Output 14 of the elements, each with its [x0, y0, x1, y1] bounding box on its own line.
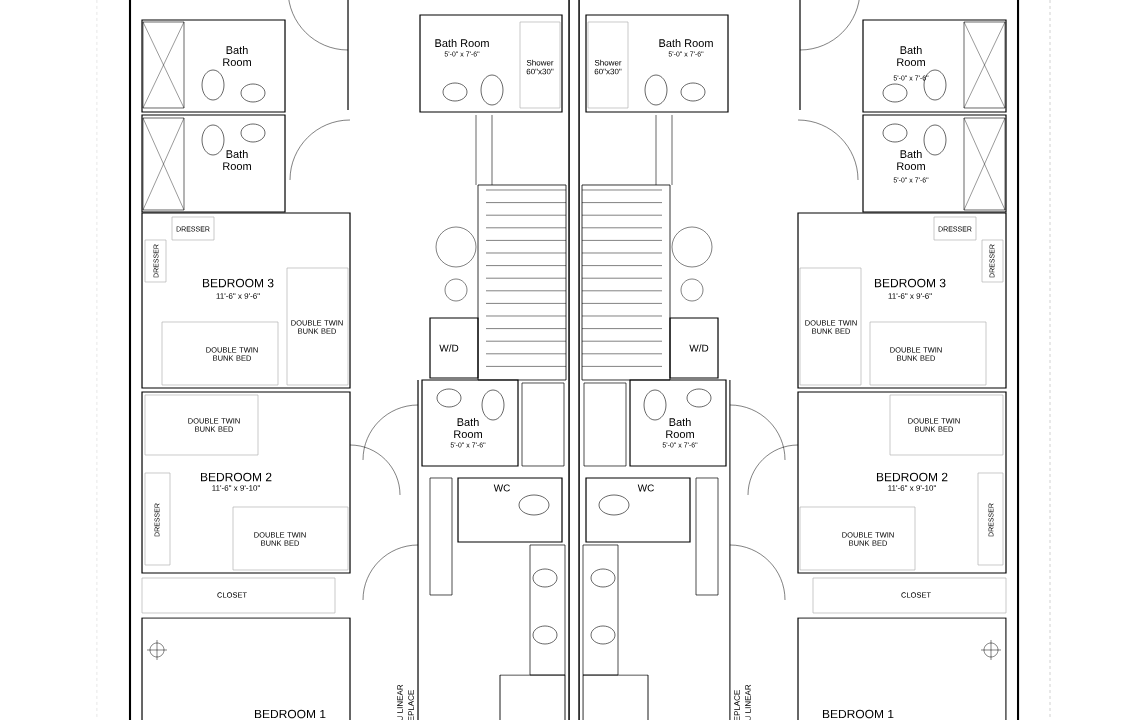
room-outline: W/D — [669, 317, 719, 379]
note-text: U LINEAR — [397, 684, 403, 720]
room-outline: W/D — [429, 317, 479, 379]
room-outline: BEDROOM 1 — [797, 617, 1007, 720]
furniture-box: Shower 60"x30" — [587, 21, 629, 109]
furniture-box: Shower 60"x30" — [519, 21, 561, 109]
note-text: U LINEAR — [745, 684, 751, 720]
room-outline: Bath Room — [141, 19, 286, 113]
note-text: EPLACE — [408, 690, 414, 720]
room-outline: WC — [457, 477, 563, 543]
room-outline: WC — [585, 477, 691, 543]
note-text: EPLACE — [734, 690, 740, 720]
room-outline: BEDROOM 1 — [141, 617, 351, 720]
room-outline: Bath Room — [141, 114, 286, 213]
